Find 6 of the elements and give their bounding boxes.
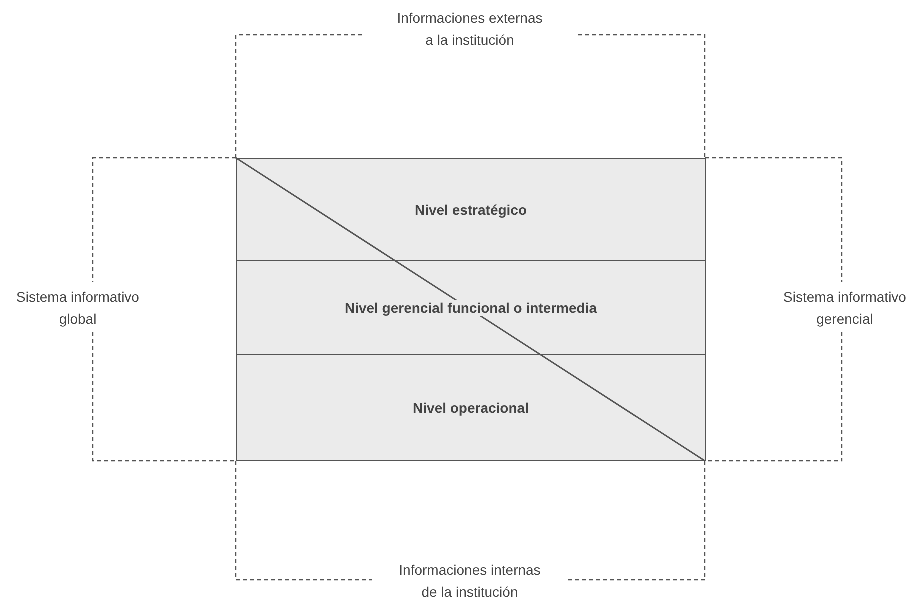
level-title: Nivel estratégico [412, 202, 530, 218]
level-band [236, 260, 706, 356]
level-band [236, 354, 706, 461]
level-title: Nivel operacional [411, 400, 531, 416]
level-band [236, 158, 706, 262]
level-title: Nivel gerencial funcional o intermedia [342, 300, 600, 316]
